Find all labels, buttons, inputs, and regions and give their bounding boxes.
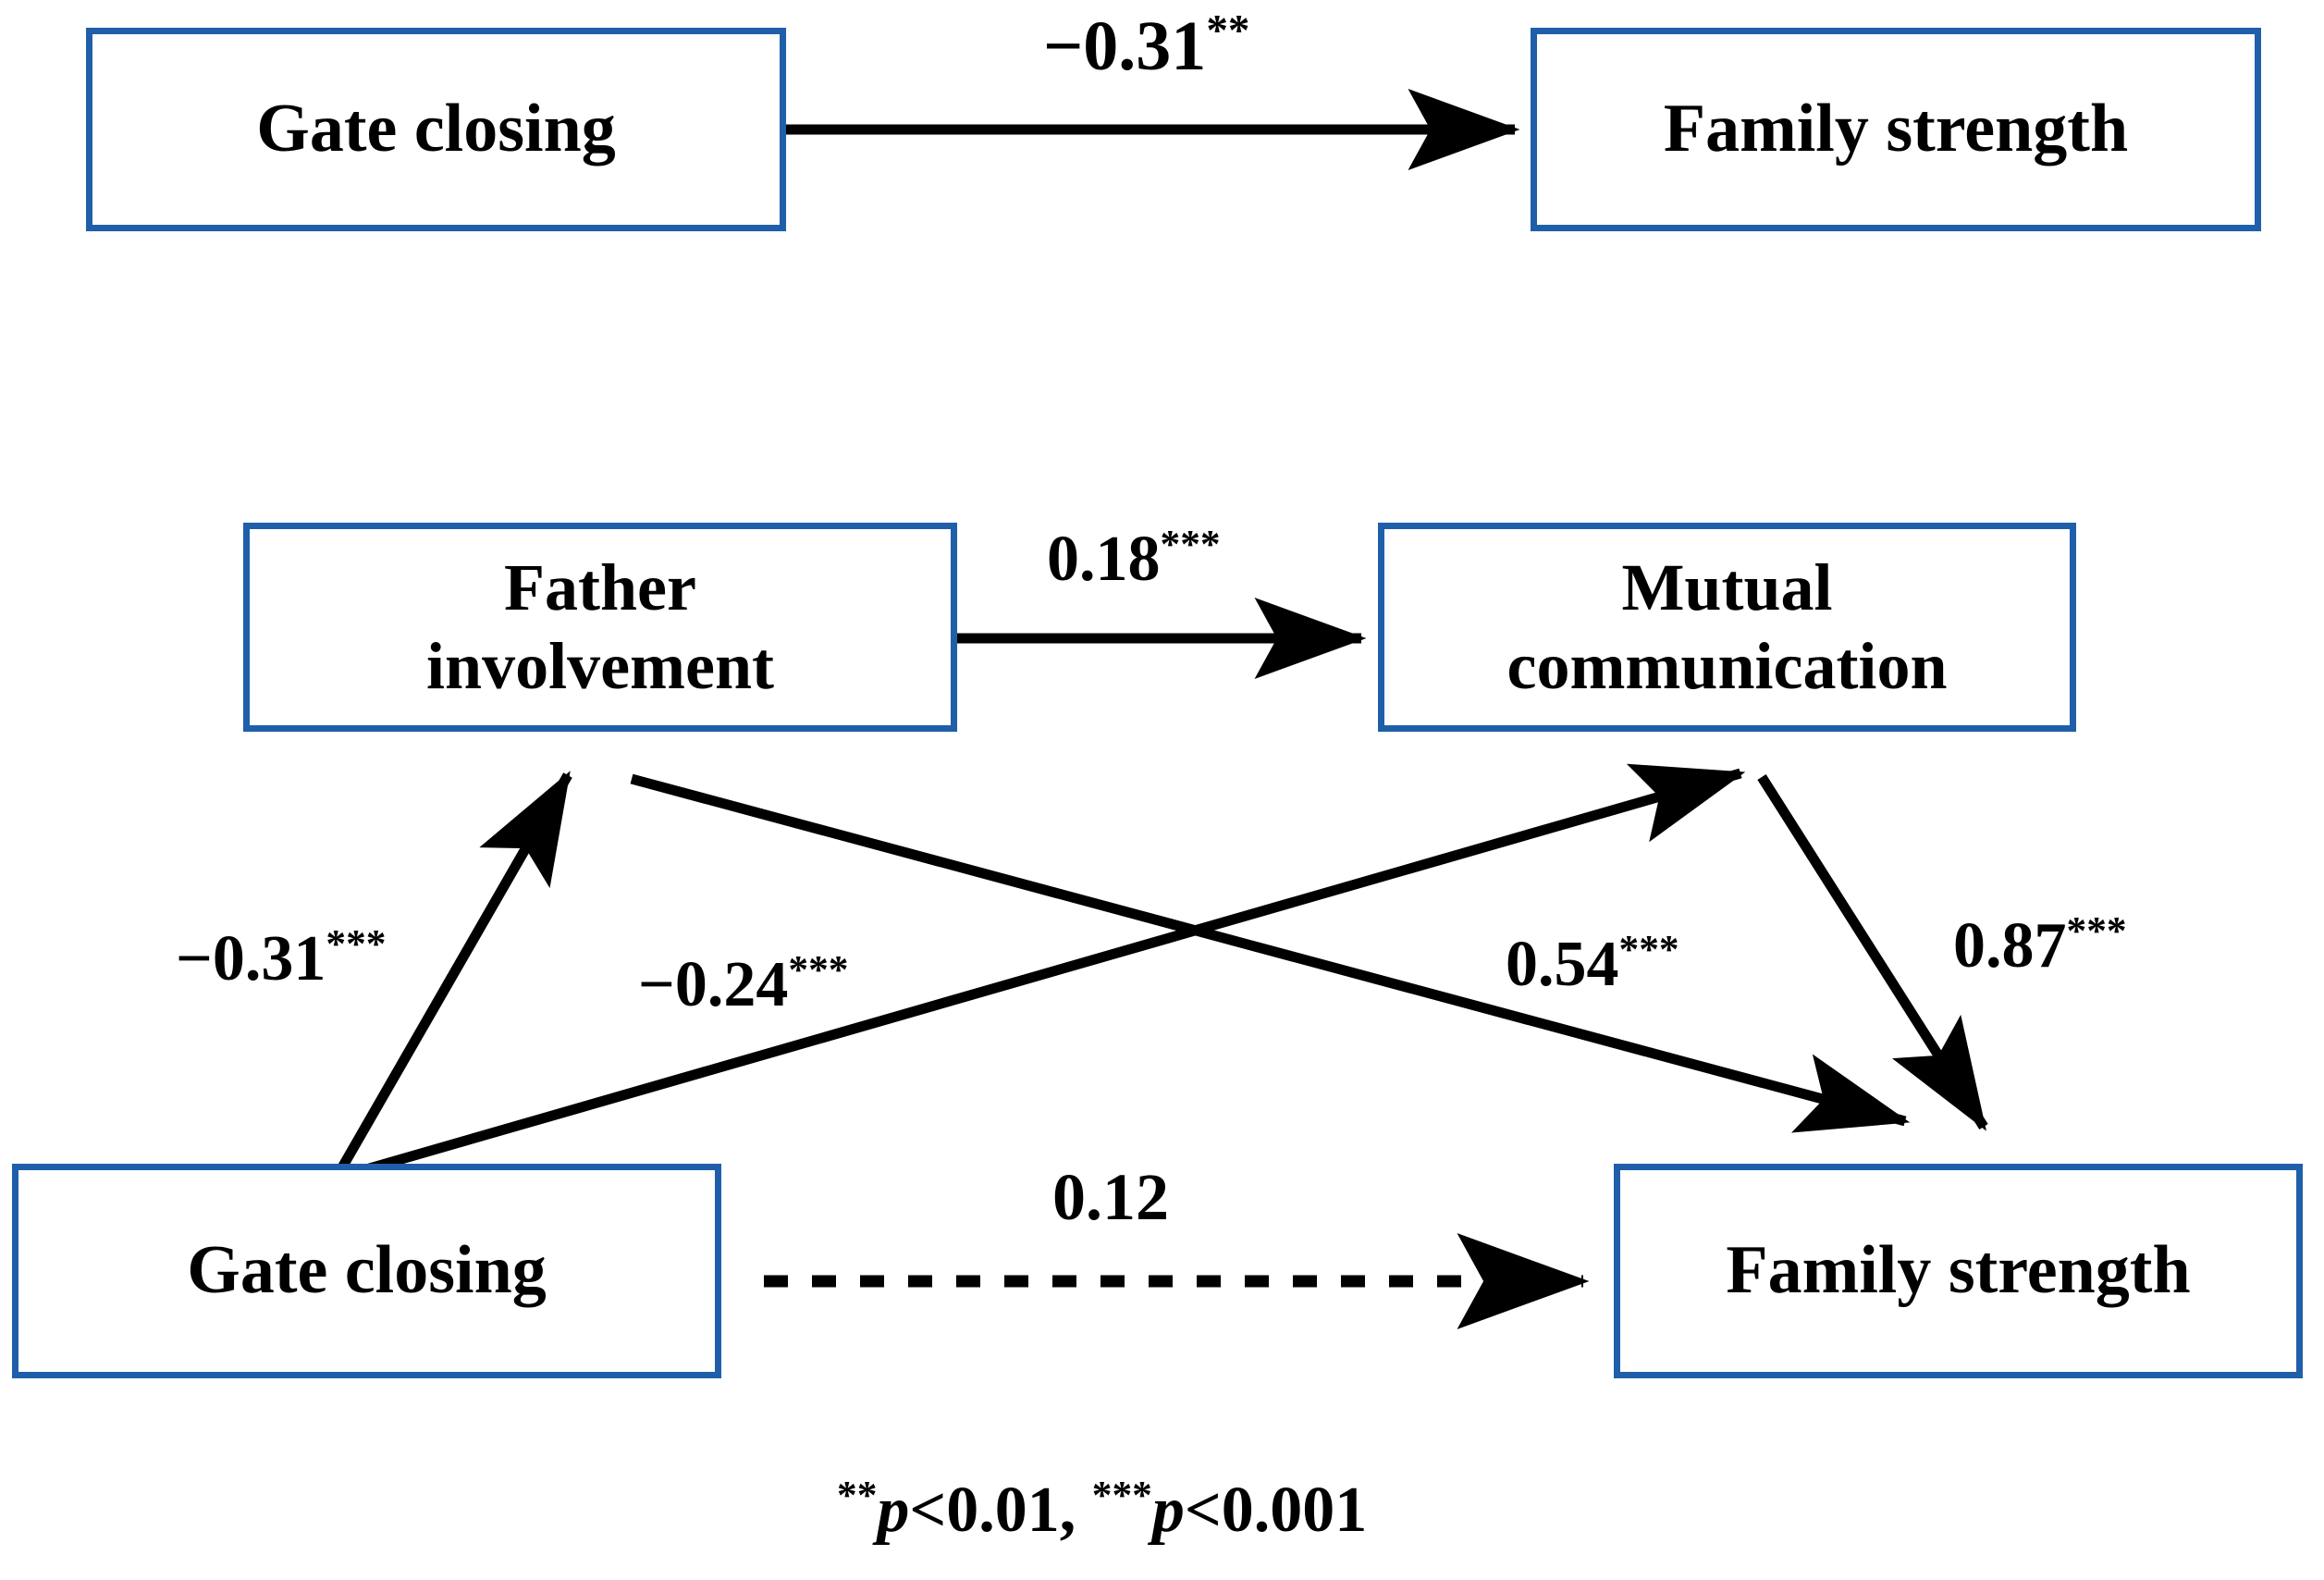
node-gate-closing-bottom[interactable]: Gate closing [12,1164,721,1378]
coef-gc-to-fi: −0.31*** [176,924,386,992]
node-mutual-communication[interactable]: Mutual communication [1378,523,2076,732]
coef-stars: *** [326,921,387,967]
coef-stars: *** [1160,522,1221,567]
footnote-text2: <0.001 [1184,1475,1368,1546]
coef-gc-to-fs-dashed: 0.12 [1052,1164,1169,1230]
node-label: Gate closing [256,91,616,167]
node-label: Family strength [1726,1232,2191,1309]
coef-value: 0.12 [1052,1160,1169,1234]
coef-stars: *** [2066,908,2127,954]
node-family-strength-top[interactable]: Family strength [1531,28,2261,231]
node-label: Family strength [1663,91,2129,167]
node-father-involvement[interactable]: Father involvement [243,523,957,732]
coef-stars: *** [1618,927,1679,972]
footnote-star3: *** [1091,1473,1152,1518]
coef-value: −0.31 [176,923,326,994]
coef-value: −0.24 [638,949,789,1020]
coef-stars: *** [788,947,849,993]
coef-gc-to-mc: −0.24*** [638,950,848,1018]
significance-footnote: **p<0.01, ***p<0.001 [837,1475,1368,1546]
node-label: Gate closing [187,1232,547,1309]
edge-gc-to-mc [351,763,1746,1179]
coef-mc-to-fs: 0.87*** [1953,911,2127,979]
node-family-strength-bottom[interactable]: Family strength [1614,1164,2303,1378]
footnote-star2: ** [837,1473,878,1518]
footnote-p1: p [877,1475,910,1546]
node-label: Father involvement [426,550,774,703]
coef-fi-to-fs: 0.54*** [1506,929,1679,1000]
coef-stars: ** [1206,6,1250,56]
coef-value: 0.54 [1506,929,1619,1000]
coef-value: 0.87 [1953,910,2067,981]
node-label: Mutual communication [1506,550,1948,703]
edge-mc-to-fs [1757,774,1988,1131]
coef-value: −0.31 [1043,7,1207,85]
coef-top-direct: −0.31** [1043,9,1249,81]
coef-value: 0.18 [1047,524,1161,595]
edge-fi-to-fs [630,773,1911,1133]
footnote-text1: <0.01, [909,1475,1092,1546]
coef-fi-to-mc: 0.18*** [1047,524,1221,595]
node-gate-closing-top[interactable]: Gate closing [86,28,786,231]
footnote-p2: p [1151,1475,1185,1546]
edge-gc-to-fi [338,771,572,1170]
